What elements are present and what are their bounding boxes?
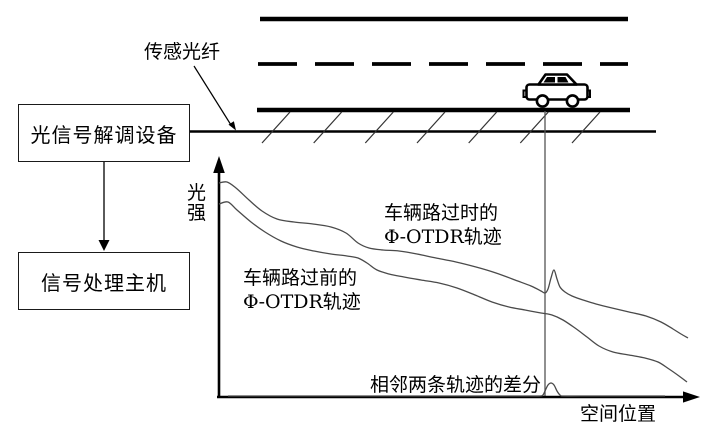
difference-label: 相邻两条轨迹的差分 (370, 374, 542, 396)
trace-during-label-line2: Φ-OTDR轨迹 (384, 226, 502, 248)
processor-box-label: 信号处理主机 (41, 270, 167, 295)
car-body (525, 83, 589, 101)
trace-before-label: 车辆路过前的 Φ-OTDR轨迹 (243, 266, 361, 314)
x-axis-arrowhead (683, 391, 700, 403)
road (257, 16, 630, 113)
fiber-pointer-arrow (193, 65, 236, 131)
plot-axes (213, 156, 700, 403)
otdr-curves (218, 181, 689, 397)
x-axis-label: 空间位置 (580, 403, 657, 425)
car-wheel-right (565, 94, 580, 108)
during-trace-curve (218, 181, 689, 339)
demodulator-box: 光信号解调设备 (18, 104, 190, 162)
trace-before-label-line2: Φ-OTDR轨迹 (243, 291, 361, 313)
trace-during-label: 车辆路过时的 Φ-OTDR轨迹 (384, 201, 502, 249)
y-axis-arrowhead (213, 156, 225, 173)
processor-box: 信号处理主机 (18, 252, 190, 310)
difference-trace-curve (227, 382, 665, 397)
fiber (189, 111, 656, 144)
car-icon (522, 73, 591, 108)
sensing-fiber-label: 传感光纤 (144, 41, 221, 63)
box-connector-arrow (98, 161, 110, 251)
demodulator-box-label: 光信号解调设备 (30, 122, 178, 147)
car-window-rear (557, 77, 569, 83)
before-trace-curve (218, 201, 688, 383)
y-axis-label: 光强 (187, 182, 207, 224)
trace-during-label-line1: 车辆路过时的 (384, 202, 499, 224)
car-wheel-left (535, 94, 550, 108)
car-window-front (543, 77, 555, 83)
fiber-hatches (261, 111, 601, 144)
trace-before-label-line1: 车辆路过前的 (243, 267, 358, 289)
